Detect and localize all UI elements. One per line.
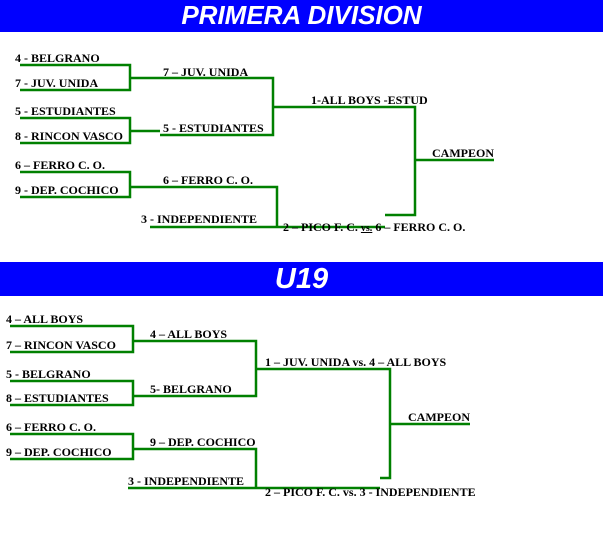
u19-semifinal-1: 1 – JUV. UNIDA vs. 4 – ALL BOYS	[265, 355, 446, 369]
u19-r2-team: 5- BELGRANO	[150, 382, 232, 396]
u19-title: U19	[274, 263, 329, 295]
primera-r1-team: 9 - DEP. COCHICO	[15, 183, 119, 197]
u19-r1-team: 6 – FERRO C. O.	[6, 420, 96, 434]
u19-r1-connector-3	[10, 432, 148, 461]
u19-bracket-lines	[10, 324, 470, 490]
u19-round1: 4 – ALL BOYS 7 – RINCON VASCO 5 - BELGRA…	[6, 312, 116, 459]
primera-semi2-vs: vs.	[361, 223, 373, 234]
u19-round2: 4 – ALL BOYS 5- BELGRANO 9 – DEP. COCHIC…	[128, 327, 256, 488]
u19-r1-connector-2	[10, 379, 148, 407]
primera-r1-connector-1	[20, 63, 160, 92]
u19-r2-team: 9 – DEP. COCHICO	[150, 435, 256, 449]
primera-round1: 4 - BELGRANO 7 - JUV. UNIDA 5 - ESTUDIAN…	[15, 51, 123, 197]
primera-semi-connector	[300, 105, 494, 217]
primera-round2: 7 – JUV. UNIDA 5 - ESTUDIANTES 6 – FERRO…	[141, 65, 264, 226]
primera-r1-team: 8 - RINCON VASCO	[15, 129, 123, 143]
u19-banner: U19	[0, 262, 603, 296]
primera-division-title: PRIMERA DIVISION	[181, 0, 422, 30]
primera-semi2-team-b: 6 – FERRO C. O.	[375, 220, 465, 234]
primera-r1-team: 5 - ESTUDIANTES	[15, 104, 116, 118]
u19-r2-team: 3 - INDEPENDIENTE	[128, 474, 244, 488]
u19-final-label: CAMPEON	[408, 410, 470, 424]
u19-r1-team: 5 - BELGRANO	[6, 367, 91, 381]
u19-r1-team: 8 – ESTUDIANTES	[6, 391, 109, 405]
primera-r1-connector-2	[20, 116, 160, 145]
u19-r1-team: 9 – DEP. COCHICO	[6, 445, 112, 459]
primera-r1-team: 6 – FERRO C. O.	[15, 158, 105, 172]
u19-r1-connector-1	[10, 324, 148, 354]
primera-semi2-team-a: 2 – PICO F. C.	[283, 220, 358, 234]
primera-r1-team: 7 - JUV. UNIDA	[15, 76, 98, 90]
primera-r2-connector-1	[160, 76, 300, 137]
u19-r1-team: 7 – RINCON VASCO	[6, 338, 116, 352]
u19-semifinal-2: 2 – PICO F. C. vs. 3 - INDEPENDIENTE	[265, 485, 476, 499]
primera-r2-team: 7 – JUV. UNIDA	[163, 65, 248, 79]
primera-r2-team: 6 – FERRO C. O.	[163, 173, 253, 187]
primera-bracket-lines	[20, 63, 494, 229]
primera-r2-team: 5 - ESTUDIANTES	[163, 121, 264, 135]
primera-r2-team: 3 - INDEPENDIENTE	[141, 212, 257, 226]
primera-r1-connector-3	[20, 170, 160, 199]
u19-r2-connector-2	[128, 447, 380, 490]
primera-r1-team: 4 - BELGRANO	[15, 51, 100, 65]
primera-r2-connector-2	[150, 185, 385, 229]
u19-r2-connector-1	[148, 339, 262, 398]
u19-r2-team: 4 – ALL BOYS	[150, 327, 227, 341]
primera-final-label: CAMPEON	[432, 146, 494, 160]
u19-semi-connector	[262, 367, 470, 480]
primera-division-banner: PRIMERA DIVISION	[0, 0, 603, 32]
u19-r1-team: 4 – ALL BOYS	[6, 312, 83, 326]
primera-semifinal-1: 1-ALL BOYS -ESTUD	[311, 93, 428, 107]
primera-semifinal-2: 2 – PICO F. C. vs. 6 – FERRO C. O.	[283, 220, 465, 234]
